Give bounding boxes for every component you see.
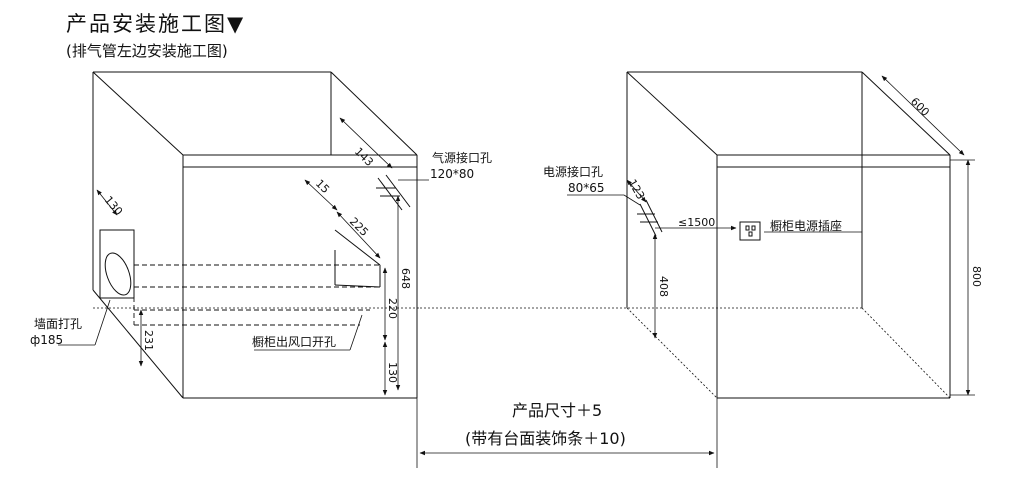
dim-225: 225 bbox=[347, 215, 371, 239]
left-dim-lines bbox=[58, 117, 429, 396]
dim-600: 600 bbox=[908, 95, 932, 119]
dim-1500: ≤1500 bbox=[678, 216, 715, 229]
socket-label: 橱柜电源插座 bbox=[770, 218, 842, 233]
dim-220: 220 bbox=[386, 298, 399, 319]
bottom-dim-lines bbox=[416, 398, 718, 468]
dim-408: 408 bbox=[657, 276, 670, 297]
wall-hole bbox=[99, 229, 135, 299]
socket-icon bbox=[739, 221, 761, 241]
diagram-title: 产品安装施工图▼ bbox=[66, 12, 246, 36]
dim-648: 648 bbox=[399, 268, 412, 289]
bottom-line-1: 产品尺寸＋5 bbox=[512, 401, 602, 420]
outlet-opening bbox=[334, 229, 381, 288]
dim-231: 231 bbox=[142, 330, 155, 351]
gas-port-label: 气源接口孔 bbox=[432, 150, 492, 165]
bottom-line-2: (带有台面装饰条＋10) bbox=[465, 429, 626, 448]
dim-130-bottom: 130 bbox=[386, 362, 399, 383]
dim-15: 15 bbox=[313, 177, 332, 196]
right-dim-lines bbox=[567, 75, 975, 396]
right-cabinet bbox=[626, 71, 951, 399]
dim-130-top: 130 bbox=[102, 194, 125, 218]
power-port-hatch bbox=[637, 199, 663, 237]
dim-800: 800 bbox=[970, 266, 983, 287]
gas-port-size: 120*80 bbox=[430, 167, 474, 181]
wall-hole-label: 墙面打孔 bbox=[34, 317, 82, 331]
wall-hole-size: ф185 bbox=[30, 333, 63, 347]
outlet-label: 橱柜出风口开孔 bbox=[252, 335, 336, 349]
exhaust-duct bbox=[133, 264, 380, 326]
power-port-label: 电源接口孔 bbox=[543, 164, 603, 179]
right-cabinet-hidden bbox=[420, 307, 951, 399]
left-cabinet bbox=[92, 71, 418, 399]
power-port-size: 80*65 bbox=[568, 181, 605, 195]
diagram-subtitle: (排气管左边安装施工图) bbox=[66, 42, 228, 60]
